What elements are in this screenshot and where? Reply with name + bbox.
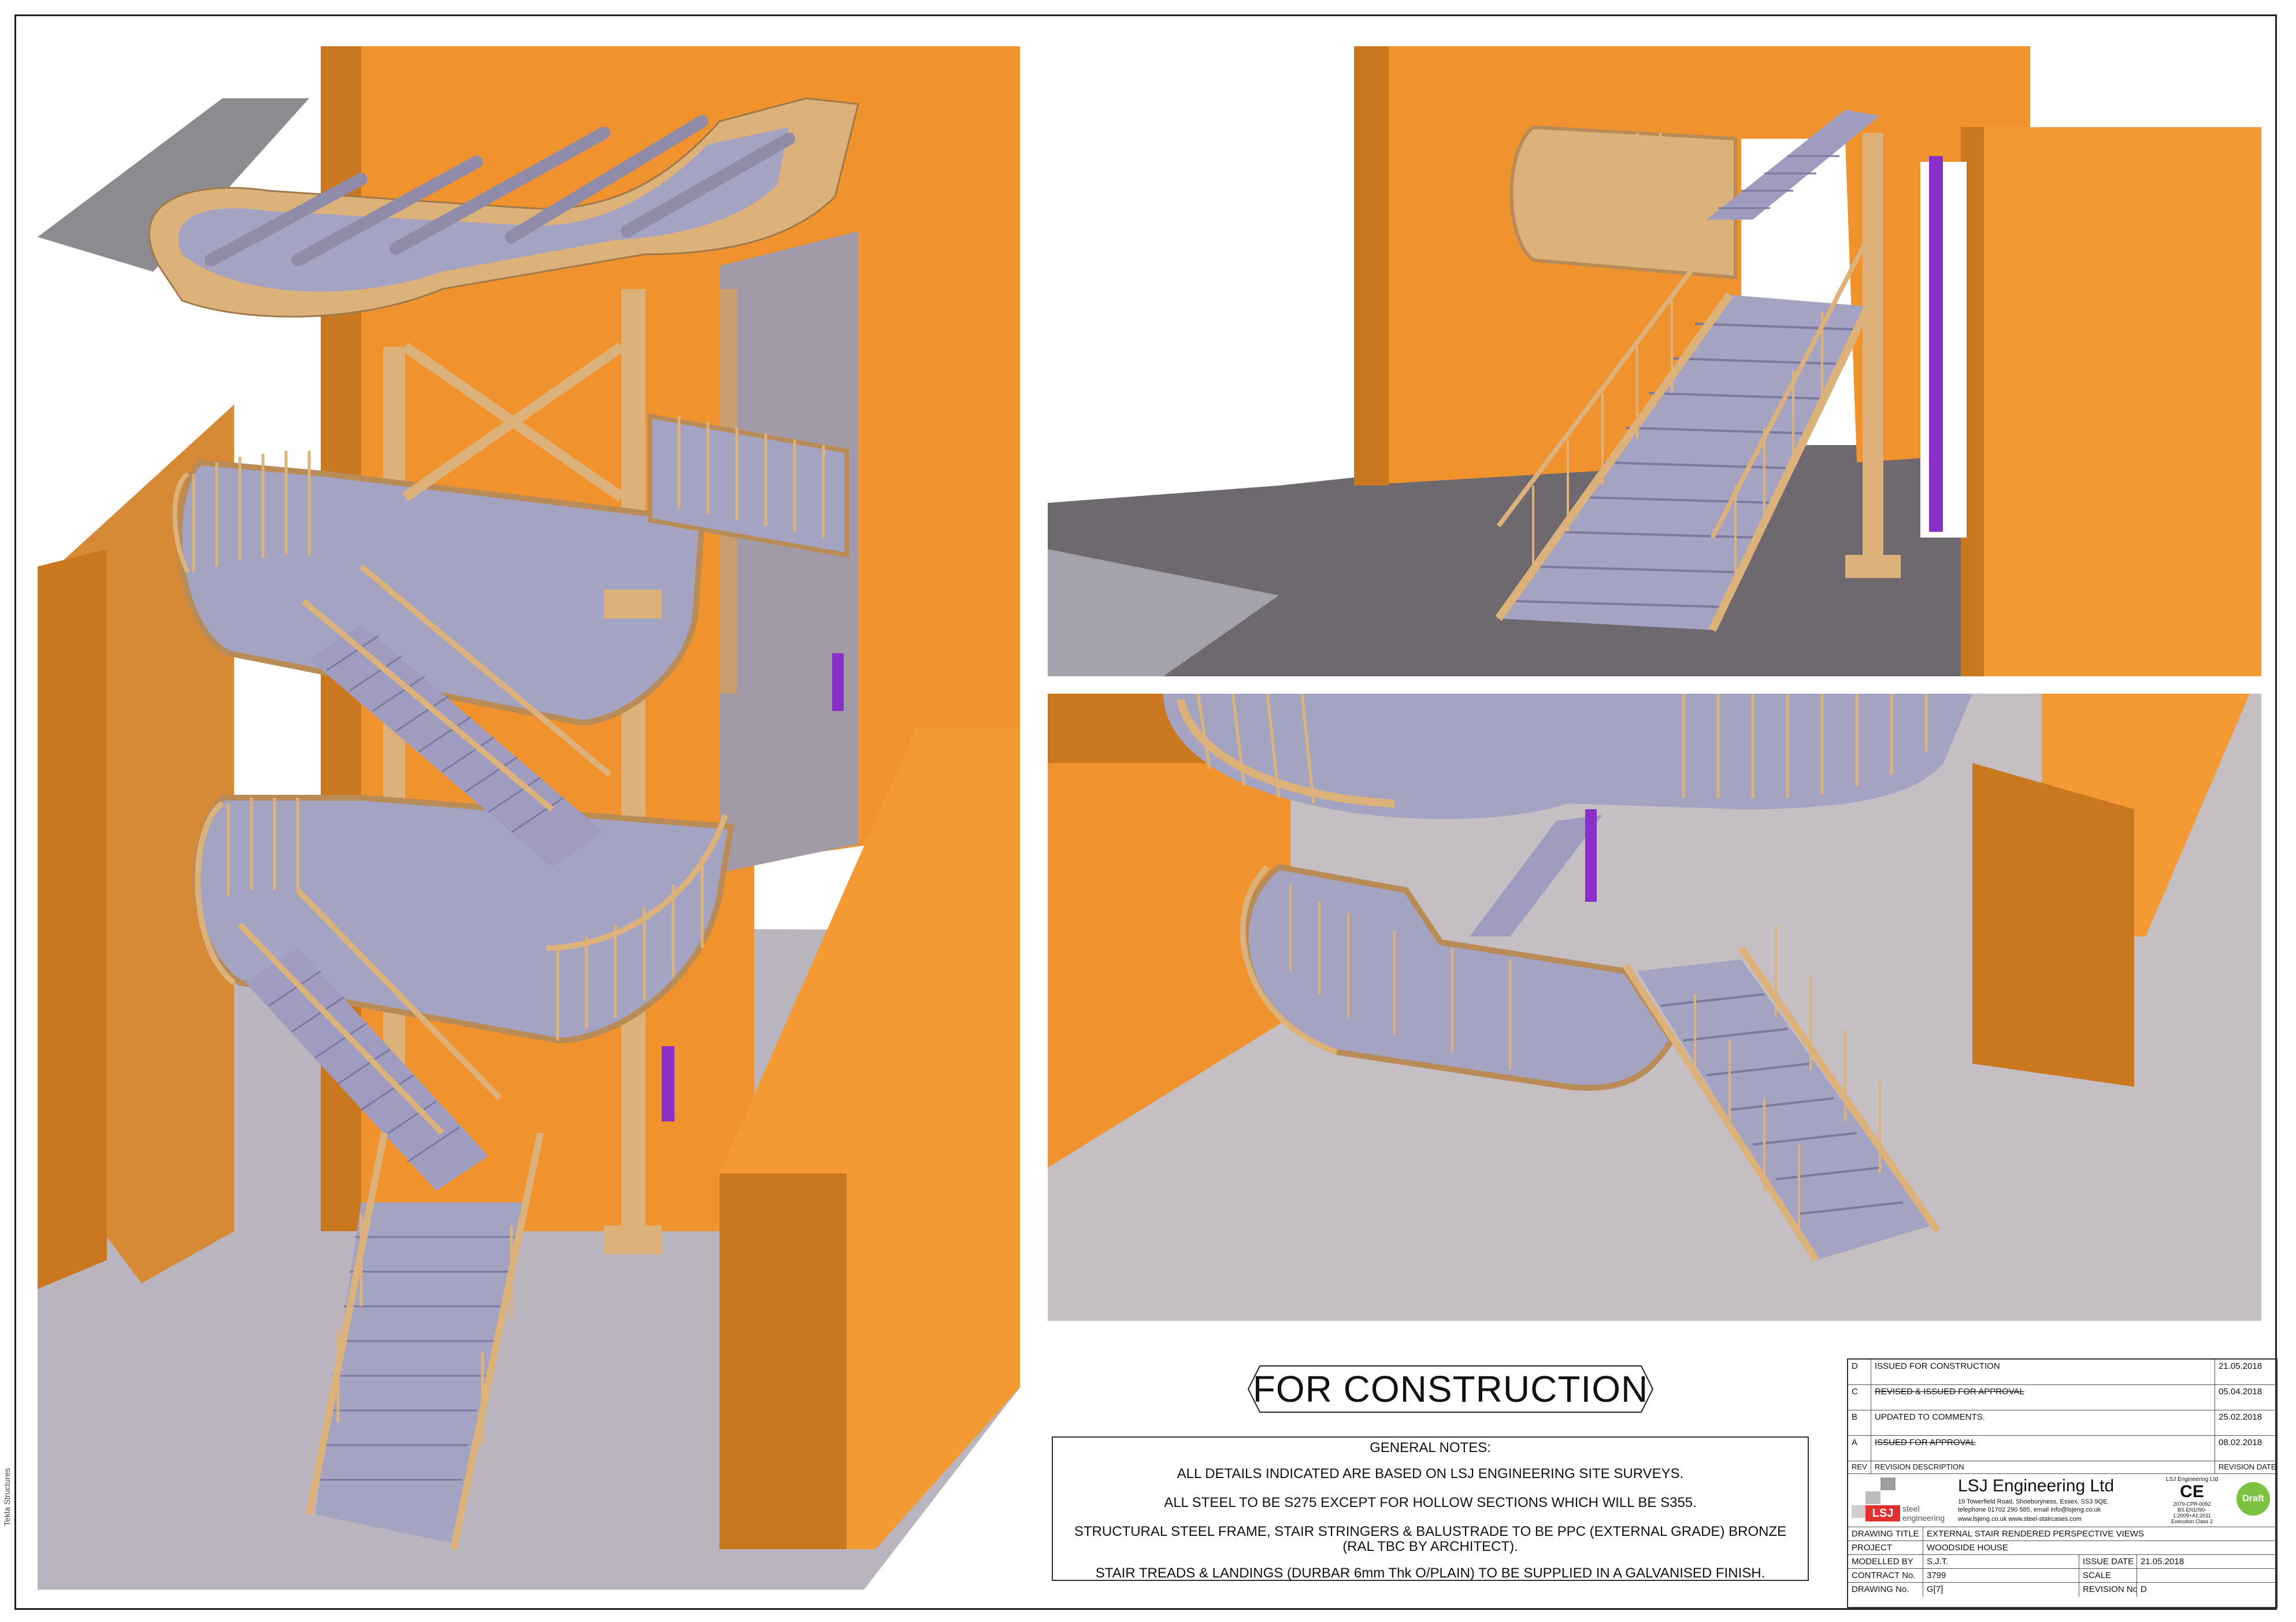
revision-description: ISSUED FOR CONSTRUCTION (1871, 1360, 2215, 1384)
revision-header: REV REVISION DESCRIPTION REVISION DATE (1848, 1461, 2276, 1474)
revision-description: REVISED & ISSUED FOR APPROVAL (1871, 1385, 2215, 1410)
ce-company: LSJ Engineering Ltd (2165, 1476, 2219, 1483)
revision-row: B UPDATED TO COMMENTS. 25.02.2018 (1848, 1410, 2276, 1436)
draft-badge-icon: Draft (2236, 1482, 2270, 1516)
drawing-no-label: DRAWING No. (1848, 1583, 1923, 1597)
company-logo: LSJ steel engineering (1852, 1477, 1945, 1524)
note-item: STAIR TREADS & LANDINGS (DURBAR 6mm Thk … (1095, 1565, 1765, 1581)
notes-heading: GENERAL NOTES: (1370, 1440, 1491, 1456)
revision-letter: D (1848, 1360, 1871, 1384)
revision-header-date: REVISION DATE (2219, 1462, 2276, 1471)
revision-letter: C (1848, 1385, 1871, 1410)
note-item: ALL DETAILS INDICATED ARE BASED ON LSJ E… (1177, 1466, 1684, 1482)
modelled-row: MODELLED BY S.J.T. ISSUE DATE 21.05.2018 (1848, 1555, 2276, 1569)
render-view-main (38, 46, 1020, 1590)
revision-date: 25.02.2018 (2219, 1412, 2262, 1422)
revision-row: D ISSUED FOR CONSTRUCTION 21.05.2018 (1848, 1360, 2276, 1385)
modelled-by-label: MODELLED BY (1848, 1555, 1923, 1568)
company-phone: telephone 01702 290 585, email info@lsje… (1958, 1506, 2101, 1513)
issue-date-value: 21.05.2018 (2141, 1557, 2184, 1567)
ce-line-2: BS EN1090-1:2009+A1:2011 (2173, 1507, 2211, 1519)
company-address: 19 Towerfield Road, Shoeburyness, Essex,… (1958, 1498, 2109, 1505)
drawing-title-value: EXTERNAL STAIR RENDERED PERSPECTIVE VIEW… (1927, 1529, 2144, 1539)
contract-row: CONTRACT No. 3799 SCALE (1848, 1569, 2276, 1583)
drawing-no-value: G[7] (1923, 1583, 2079, 1597)
logo-letters: LSJ (1865, 1505, 1900, 1521)
ce-mark-icon: CE (2180, 1482, 2204, 1501)
scale-label: SCALE (2079, 1569, 2137, 1582)
logo-sub-2: engineering (1902, 1513, 1945, 1523)
render-view-bird-eye (1048, 694, 2261, 1321)
revision-no-value: D (2141, 1584, 2147, 1594)
render-view-elevation (1048, 46, 2261, 676)
revision-date: 08.02.2018 (2219, 1438, 2262, 1447)
revision-row: C REVISED & ISSUED FOR APPROVAL 05.04.20… (1848, 1385, 2276, 1410)
revision-no-label: REVISION No. (2079, 1583, 2137, 1597)
issue-date-label: ISSUE DATE (2079, 1555, 2137, 1568)
revision-date: 05.04.2018 (2219, 1387, 2262, 1397)
software-label: Tekla Structures (2, 1468, 12, 1526)
revision-description: ISSUED FOR APPROVAL (1871, 1436, 2215, 1461)
ce-mark-block: LSJ Engineering Ltd CE 2079-CPR-0092 BS … (2160, 1476, 2224, 1524)
project-label: PROJECT (1848, 1541, 1923, 1554)
project-row: PROJECT WOODSIDE HOUSE (1848, 1541, 2276, 1555)
ce-line-1: 2079-CPR-0092 (2173, 1501, 2211, 1507)
drawing-border (14, 14, 2277, 1610)
contract-value: 3799 (1923, 1569, 2079, 1582)
company-name: LSJ Engineering Ltd (1958, 1476, 2115, 1495)
ce-line-3: Execution Class 2 (2171, 1519, 2213, 1524)
title-block: D ISSUED FOR CONSTRUCTION 21.05.2018 C R… (1847, 1358, 2278, 1608)
drawing-title-label: DRAWING TITLE (1848, 1527, 1923, 1540)
project-value: WOODSIDE HOUSE (1927, 1543, 2008, 1553)
scale-value (2137, 1569, 2279, 1582)
revision-row: A ISSUED FOR APPROVAL 08.02.2018 (1848, 1436, 2276, 1461)
logo-sub-1: steel (1902, 1504, 1920, 1513)
note-item: STRUCTURAL STEEL FRAME, STAIR STRINGERS … (1074, 1524, 1787, 1539)
revision-letter: B (1848, 1410, 1871, 1435)
note-item: ALL STEEL TO BE S275 EXCEPT FOR HOLLOW S… (1164, 1495, 1697, 1510)
revision-description: UPDATED TO COMMENTS. (1871, 1410, 2215, 1435)
general-notes: GENERAL NOTES: ALL DETAILS INDICATED ARE… (1052, 1436, 1809, 1581)
contract-label: CONTRACT No. (1848, 1569, 1923, 1582)
company-web: www.lsjeng.co.uk www.steel-staircases.co… (1958, 1516, 2082, 1523)
revision-date: 21.05.2018 (2219, 1361, 2262, 1371)
construction-banner: FOR CONSTRUCTION (1237, 1363, 1664, 1415)
construction-banner-text: FOR CONSTRUCTION (1252, 1368, 1649, 1410)
company-panel: LSJ steel engineering LSJ Engineering Lt… (1848, 1474, 2276, 1527)
drawing-no-row: DRAWING No. G[7] REVISION No. D (1848, 1583, 2276, 1597)
modelled-by-value: S.J.T. (1923, 1555, 2079, 1568)
revision-letter: A (1848, 1436, 1871, 1461)
drawing-title-row: DRAWING TITLE EXTERNAL STAIR RENDERED PE… (1848, 1527, 2276, 1541)
revision-header-desc: REVISION DESCRIPTION (1871, 1461, 2215, 1473)
note-item: (RAL TBC BY ARCHITECT). (1342, 1539, 1518, 1554)
draft-badge-text: Draft (2242, 1494, 2264, 1504)
revision-header-rev: REV (1848, 1461, 1871, 1473)
